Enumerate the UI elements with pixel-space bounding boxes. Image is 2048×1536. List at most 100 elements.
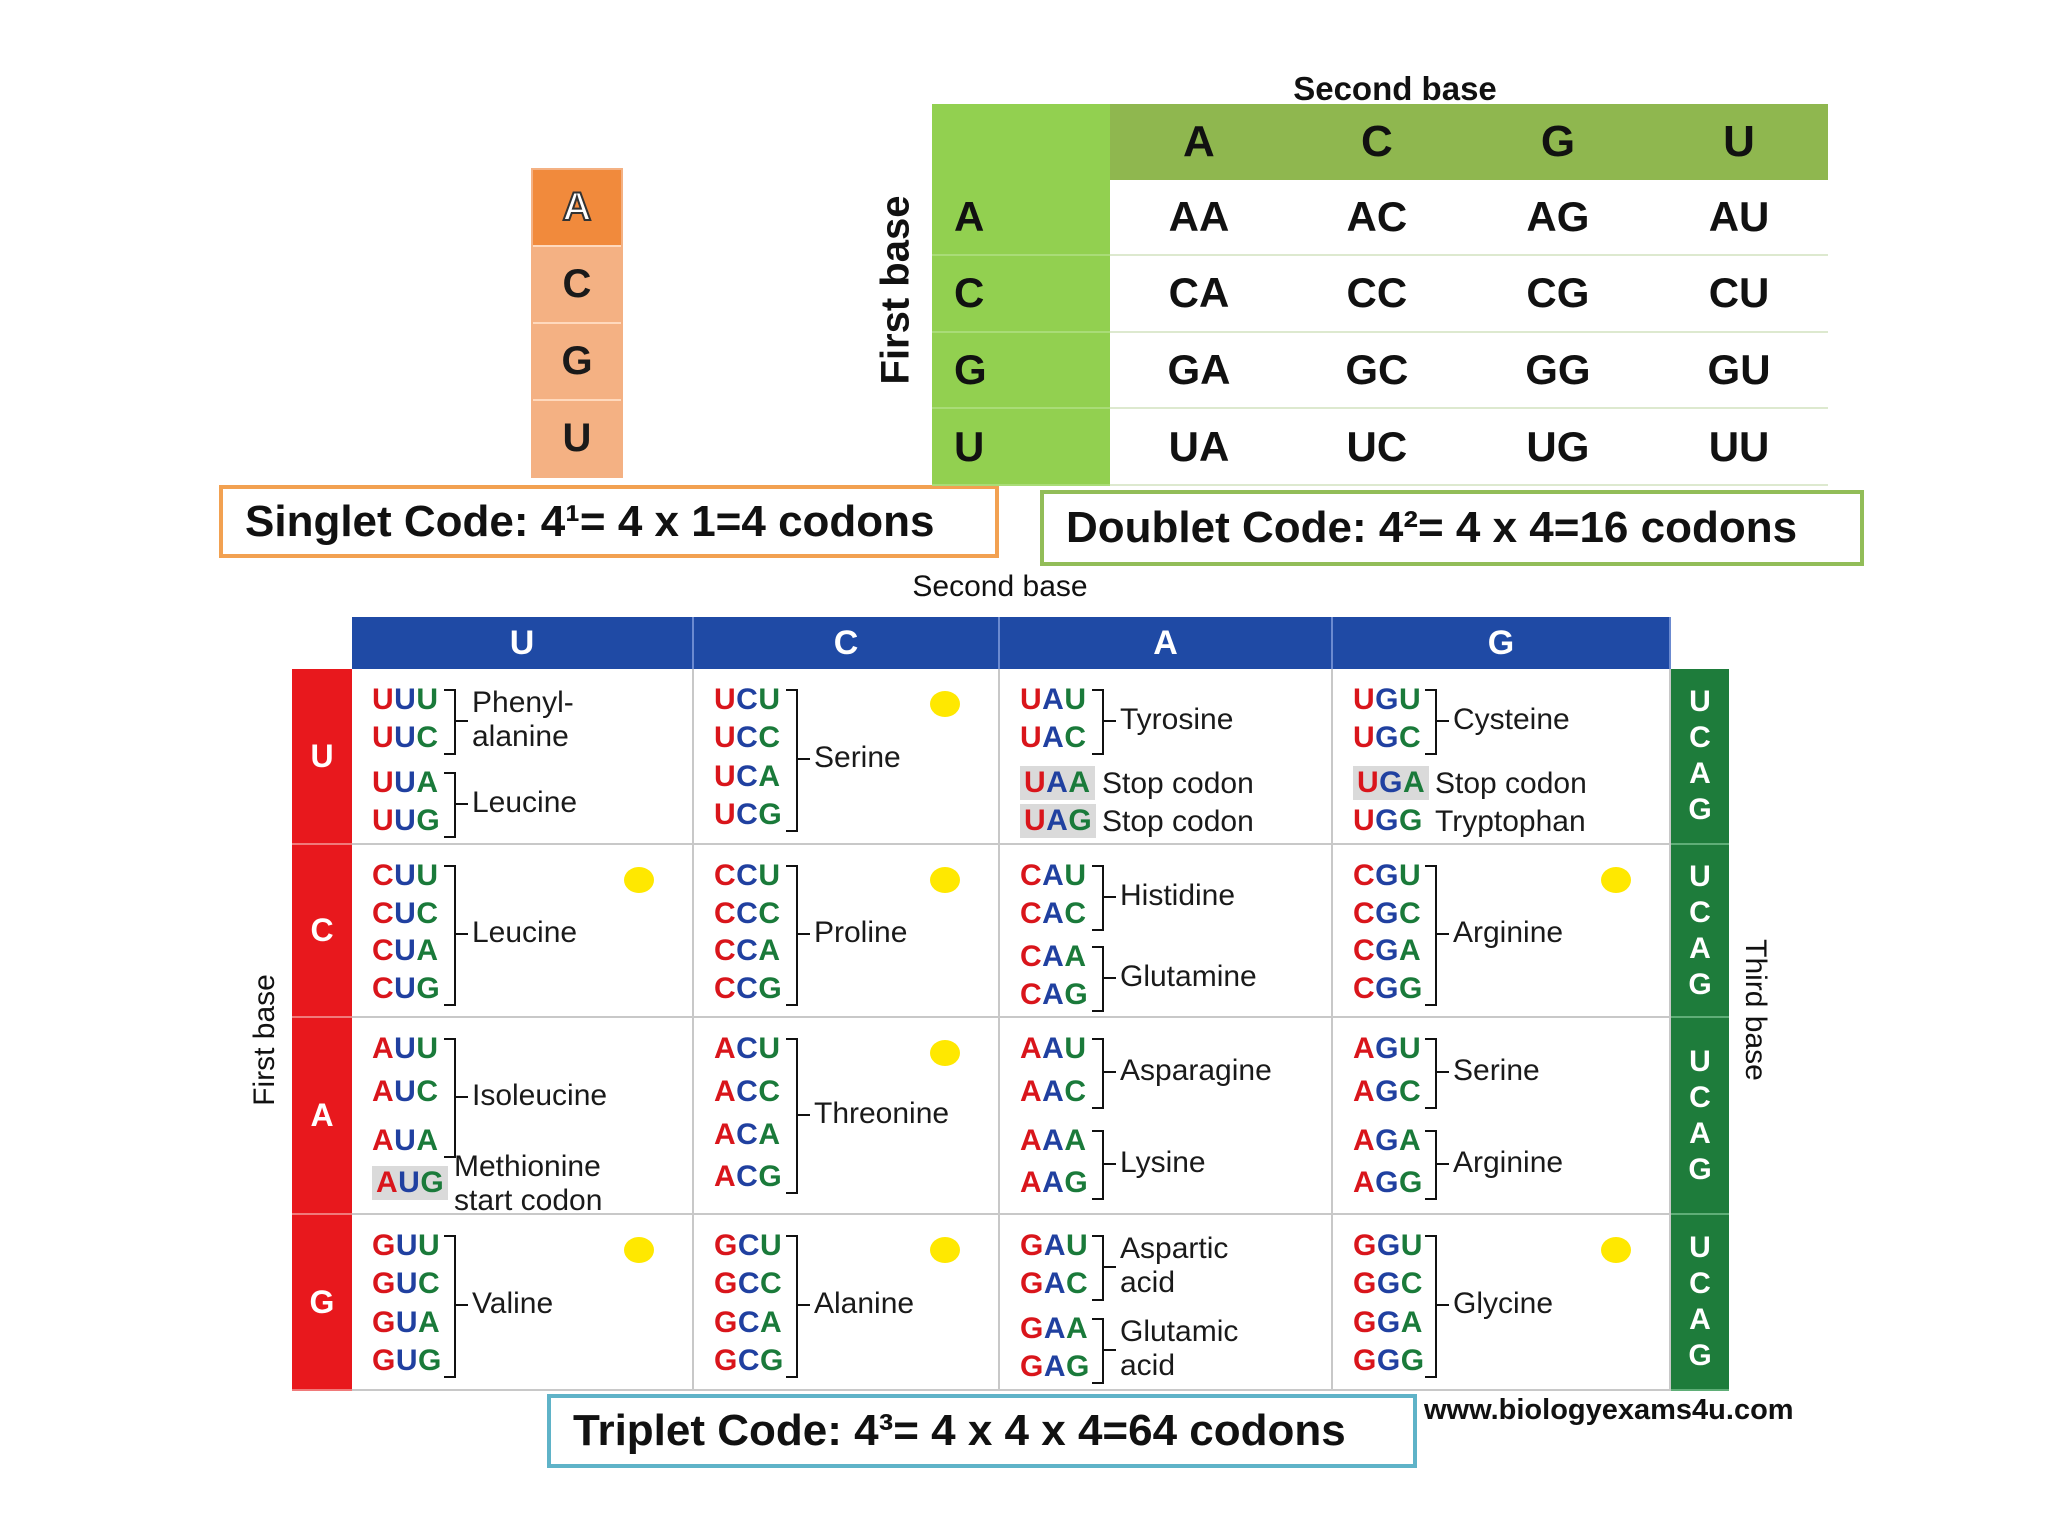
codon: CCU bbox=[714, 859, 781, 893]
codon-base: A bbox=[1353, 1032, 1376, 1065]
doublet-col-c: C bbox=[1287, 104, 1466, 180]
amino-acid-label: Stop codon bbox=[1102, 766, 1254, 800]
codon-base: U bbox=[1353, 803, 1376, 837]
codon-base: G bbox=[1375, 1032, 1400, 1065]
codon-base: U bbox=[1064, 1032, 1087, 1065]
codon-base: C bbox=[737, 1267, 761, 1301]
codon-base: U bbox=[1400, 1229, 1423, 1262]
bracket bbox=[444, 689, 456, 756]
codon-base: G bbox=[1376, 1305, 1401, 1339]
codon-base: C bbox=[1353, 934, 1376, 968]
codon-base: C bbox=[1020, 896, 1043, 930]
bracket-tick bbox=[796, 933, 810, 936]
doublet-caption: Doublet Code: 4²= 4 x 4=16 codons bbox=[1040, 490, 1864, 566]
codon-base: G bbox=[1020, 1349, 1044, 1383]
codon-base: G bbox=[1376, 1343, 1401, 1377]
amino-acid-label: Threonine bbox=[814, 1097, 950, 1131]
codon-base: U bbox=[372, 721, 395, 755]
codon: GUU bbox=[372, 1229, 440, 1263]
codon: CGC bbox=[1353, 897, 1421, 931]
bracket-tick bbox=[796, 1114, 810, 1117]
codon-base: G bbox=[1399, 1166, 1423, 1200]
doublet-cell: CC bbox=[1287, 255, 1466, 333]
codon: CUC bbox=[372, 897, 439, 931]
codon: GGU bbox=[1353, 1229, 1423, 1263]
codon-base: G bbox=[1375, 1074, 1400, 1108]
bracket-tick bbox=[796, 758, 810, 761]
bracket bbox=[1425, 689, 1437, 756]
codon-cell bbox=[1000, 845, 1333, 1018]
bracket bbox=[1425, 865, 1437, 1006]
bracket bbox=[444, 865, 456, 1006]
doublet-row: G GA GC GG GU bbox=[932, 331, 1828, 410]
codon-base: G bbox=[1353, 1343, 1377, 1377]
first-base-header-u: U bbox=[292, 669, 352, 845]
triplet-caption: Triplet Code: 4³= 4 x 4 x 4=64 codons bbox=[547, 1394, 1417, 1468]
yellow-dot-marker bbox=[930, 691, 960, 717]
codon-base: C bbox=[1399, 1074, 1422, 1108]
codon-base: A bbox=[1353, 1074, 1376, 1108]
codon-base: C bbox=[1066, 1267, 1089, 1301]
website-credit: www.biologyexams4u.com bbox=[1424, 1394, 1794, 1426]
third-base-letter: U bbox=[1689, 1231, 1711, 1264]
codon: UCC bbox=[714, 721, 781, 755]
codon: GCC bbox=[714, 1267, 782, 1301]
codon-base: C bbox=[1064, 896, 1087, 930]
codon-base: G bbox=[1068, 803, 1093, 837]
codon-base: C bbox=[416, 1074, 439, 1108]
codon-base: C bbox=[1064, 1074, 1087, 1108]
codon-base: C bbox=[1020, 859, 1043, 892]
doublet-table: A C G U A AA AC AG AU C CA CC CG CU G GA… bbox=[932, 104, 1828, 486]
codon-base: C bbox=[758, 721, 781, 755]
codon-base: A bbox=[372, 1123, 395, 1157]
doublet-col-g: G bbox=[1465, 104, 1651, 180]
third-base-letter: A bbox=[1689, 931, 1711, 965]
doublet-row: U UA UC UG UU bbox=[932, 408, 1828, 486]
codon-base: A bbox=[1020, 1123, 1043, 1157]
codon-base: A bbox=[372, 1074, 395, 1108]
codon-base: A bbox=[1042, 1123, 1065, 1157]
codon-base: U bbox=[416, 683, 439, 716]
bracket-tick bbox=[1435, 933, 1449, 936]
doublet-cell: GU bbox=[1650, 331, 1828, 410]
yellow-dot-marker bbox=[930, 1237, 960, 1263]
codon-base: C bbox=[1399, 896, 1422, 930]
codon-cell bbox=[352, 845, 694, 1018]
amino-acid-label: Glutamic acid bbox=[1120, 1314, 1239, 1382]
bracket bbox=[1092, 1317, 1104, 1384]
bracket-tick bbox=[1102, 1348, 1116, 1351]
codon-base: U bbox=[394, 803, 417, 837]
codon: GAG bbox=[1020, 1350, 1090, 1384]
codon-base: G bbox=[760, 1343, 784, 1377]
codon-base: A bbox=[1064, 1123, 1087, 1157]
codon-cell bbox=[1000, 1215, 1333, 1391]
first-base-header-a: A bbox=[292, 1018, 352, 1215]
codon-base: U bbox=[1399, 683, 1422, 716]
codon-base: A bbox=[1068, 765, 1091, 799]
codon-base: A bbox=[1046, 803, 1069, 837]
bracket-tick bbox=[1435, 1304, 1449, 1307]
codon-base: C bbox=[372, 859, 395, 892]
doublet-first-base-text: First base bbox=[873, 195, 918, 385]
codon-base: U bbox=[394, 1123, 417, 1157]
codon-base: G bbox=[1375, 971, 1400, 1005]
codon-cell bbox=[1333, 669, 1671, 845]
third-base-letter: A bbox=[1689, 757, 1711, 790]
codon-base: G bbox=[1375, 1123, 1400, 1157]
codon-base: A bbox=[1043, 1311, 1067, 1345]
codon-base: G bbox=[1399, 971, 1423, 1005]
bracket-tick bbox=[1102, 895, 1116, 898]
yellow-dot-marker bbox=[624, 867, 654, 893]
codon-base: U bbox=[714, 683, 737, 716]
codon-base: G bbox=[1353, 1267, 1377, 1301]
third-base-letter: C bbox=[1689, 1080, 1711, 1114]
codon-base: G bbox=[1375, 1166, 1400, 1200]
third-base-letter: U bbox=[1689, 859, 1711, 893]
codon: GCU bbox=[714, 1229, 782, 1263]
bracket bbox=[786, 689, 798, 832]
third-base-letter: G bbox=[1688, 793, 1712, 826]
codon-base: G bbox=[1375, 896, 1400, 930]
codon: AUG bbox=[372, 1166, 449, 1201]
